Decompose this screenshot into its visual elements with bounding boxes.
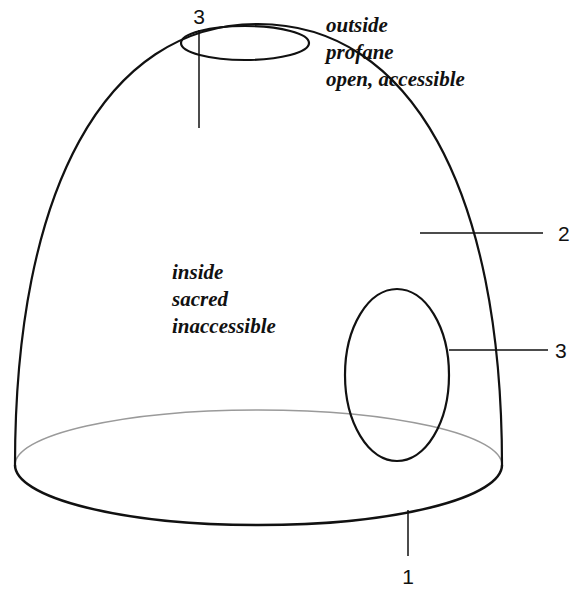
callout-number: 3 (193, 6, 205, 27)
region-word: open, accessible (326, 69, 465, 90)
region-word: inaccessible (172, 316, 276, 337)
base-front-edge (15, 465, 502, 525)
leader-line (449, 349, 548, 351)
dome-outline (15, 24, 502, 465)
base-back-edge (15, 410, 502, 465)
top-opening (181, 26, 309, 60)
region-word: outside (326, 15, 388, 36)
leader-line (407, 510, 409, 556)
region-word: inside (172, 262, 223, 283)
callout-number: 1 (402, 566, 414, 587)
side-opening (345, 289, 449, 461)
leader-line (198, 30, 200, 128)
region-word: sacred (172, 289, 228, 310)
callout-number: 3 (555, 340, 567, 361)
callout-number: 2 (558, 223, 570, 244)
region-word: profane (326, 42, 394, 63)
leader-line (420, 232, 543, 234)
